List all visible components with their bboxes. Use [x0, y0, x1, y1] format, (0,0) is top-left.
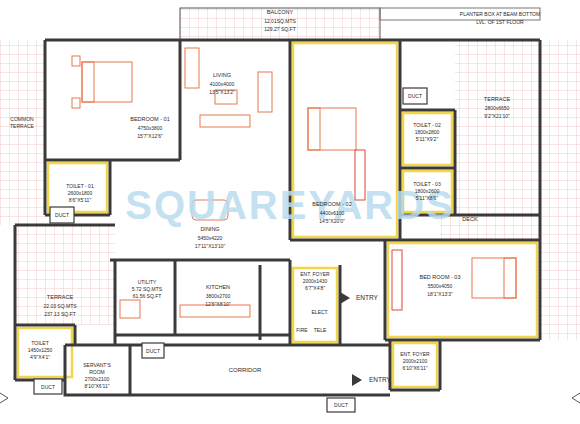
plan-label: TOILET - 03 [413, 182, 440, 187]
plan-label: ENTRY [369, 377, 391, 384]
plan-label: 12'6"X8'10" [205, 302, 230, 307]
plan-label: 12.01SQ.MTS [264, 19, 296, 24]
plan-label: 129.27 SQ.FT [264, 27, 295, 32]
plan-label: 2800x6650 [485, 106, 510, 111]
plan-label: 4400x6100 [320, 211, 345, 216]
plan-label: 4750x3800 [138, 126, 163, 131]
plan-label: 14'5"X20'0" [319, 219, 344, 224]
plan-label: BALCONY [267, 10, 293, 16]
plan-label: 2700x2100 [85, 377, 110, 382]
plan-label: DECK [462, 217, 477, 223]
plan-label: TOILET - 01 [66, 184, 93, 189]
plan-label: 18'1"X13'3" [427, 292, 452, 297]
plan-label: ENT. FOYER [300, 272, 329, 277]
plan-label: ROOM [89, 370, 105, 375]
plan-label: 6'10"X6'11" [402, 366, 427, 371]
plan-label: DUCT [146, 349, 160, 354]
plan-label: 2600x1800 [68, 191, 93, 196]
plan-label: TERRACE [47, 295, 73, 301]
plan-label: ENT. FOYER [400, 352, 429, 357]
plan-label: SERVANT'S [83, 363, 110, 368]
plan-label: DUCT [408, 94, 422, 99]
plan-label: BED ROOM - 03 [420, 275, 461, 281]
plan-label: 5'11"X8'6" [416, 196, 438, 201]
plan-label: TERRACE [10, 124, 34, 129]
plan-label: 8'10"X6'11" [84, 384, 109, 389]
plan-label: 5450x4220 [198, 236, 223, 241]
plan-label: TOILET [31, 341, 48, 346]
plan-label: BEDROOM - 02 [312, 202, 351, 208]
plan-label: 3800x2700 [206, 294, 231, 299]
plan-label: DUCT [55, 213, 69, 218]
plan-label: TOILET - 02 [413, 123, 440, 128]
plan-label: 1450x1250 [28, 348, 53, 353]
plan-label: 237.13 SQ.FT [44, 312, 75, 317]
plan-label: 22.03 SQ.MTS [43, 304, 76, 309]
plan-label: 6'7"X4'8" [305, 286, 325, 291]
plan-label: 4'9"X4'1" [30, 355, 50, 360]
plan-label: UTILITY [138, 280, 157, 285]
plan-label: COMMON [10, 117, 33, 122]
plan-label: DUCT [41, 385, 55, 390]
plan-label: 5500x4050 [428, 284, 453, 289]
plan-label: DINING [200, 227, 219, 233]
plan-label: LIVING [213, 73, 231, 79]
plan-label: 5.72 SQ.MTS [132, 287, 162, 292]
plan-label: TELE [314, 328, 327, 333]
plan-label: CORRIDOR [229, 367, 262, 373]
plan-label: TERRACE [484, 97, 510, 103]
plan-label: 17'11"X13'10" [195, 244, 226, 249]
plan-label: 2000x1430 [303, 279, 328, 284]
plan-label: 2000x2100 [403, 359, 428, 364]
plan-label: 61.56 SQ.FT [133, 294, 162, 299]
plan-label: 1800x2800 [415, 130, 440, 135]
plan-label: LVL. OF 1ST FLOOR [476, 20, 523, 25]
plan-label: 4100x4000 [210, 82, 235, 87]
plan-label: BEDROOM - 01 [130, 117, 169, 123]
plan-label: 8'6"X5'11" [69, 198, 91, 203]
plan-label: PLANTER BOX AT BEAM BOTTOM [460, 12, 540, 17]
plan-label: 5'11"X9'2" [416, 137, 438, 142]
plan-label: ENTRY [356, 295, 378, 302]
plan-label: 13'5"X13'2" [209, 90, 234, 95]
plan-label: DUCT [334, 403, 348, 408]
plan-label: 9'2"X21'10" [484, 114, 509, 119]
plan-label: FIRE [296, 328, 307, 333]
plan-label: KITCHEN [206, 285, 230, 291]
plan-label: 15'7"X12'6" [137, 134, 162, 139]
plan-label: ELECT. [312, 310, 329, 315]
plan-label: 1800x2600 [415, 189, 440, 194]
watermark: SQUAREYARDS [125, 185, 454, 225]
